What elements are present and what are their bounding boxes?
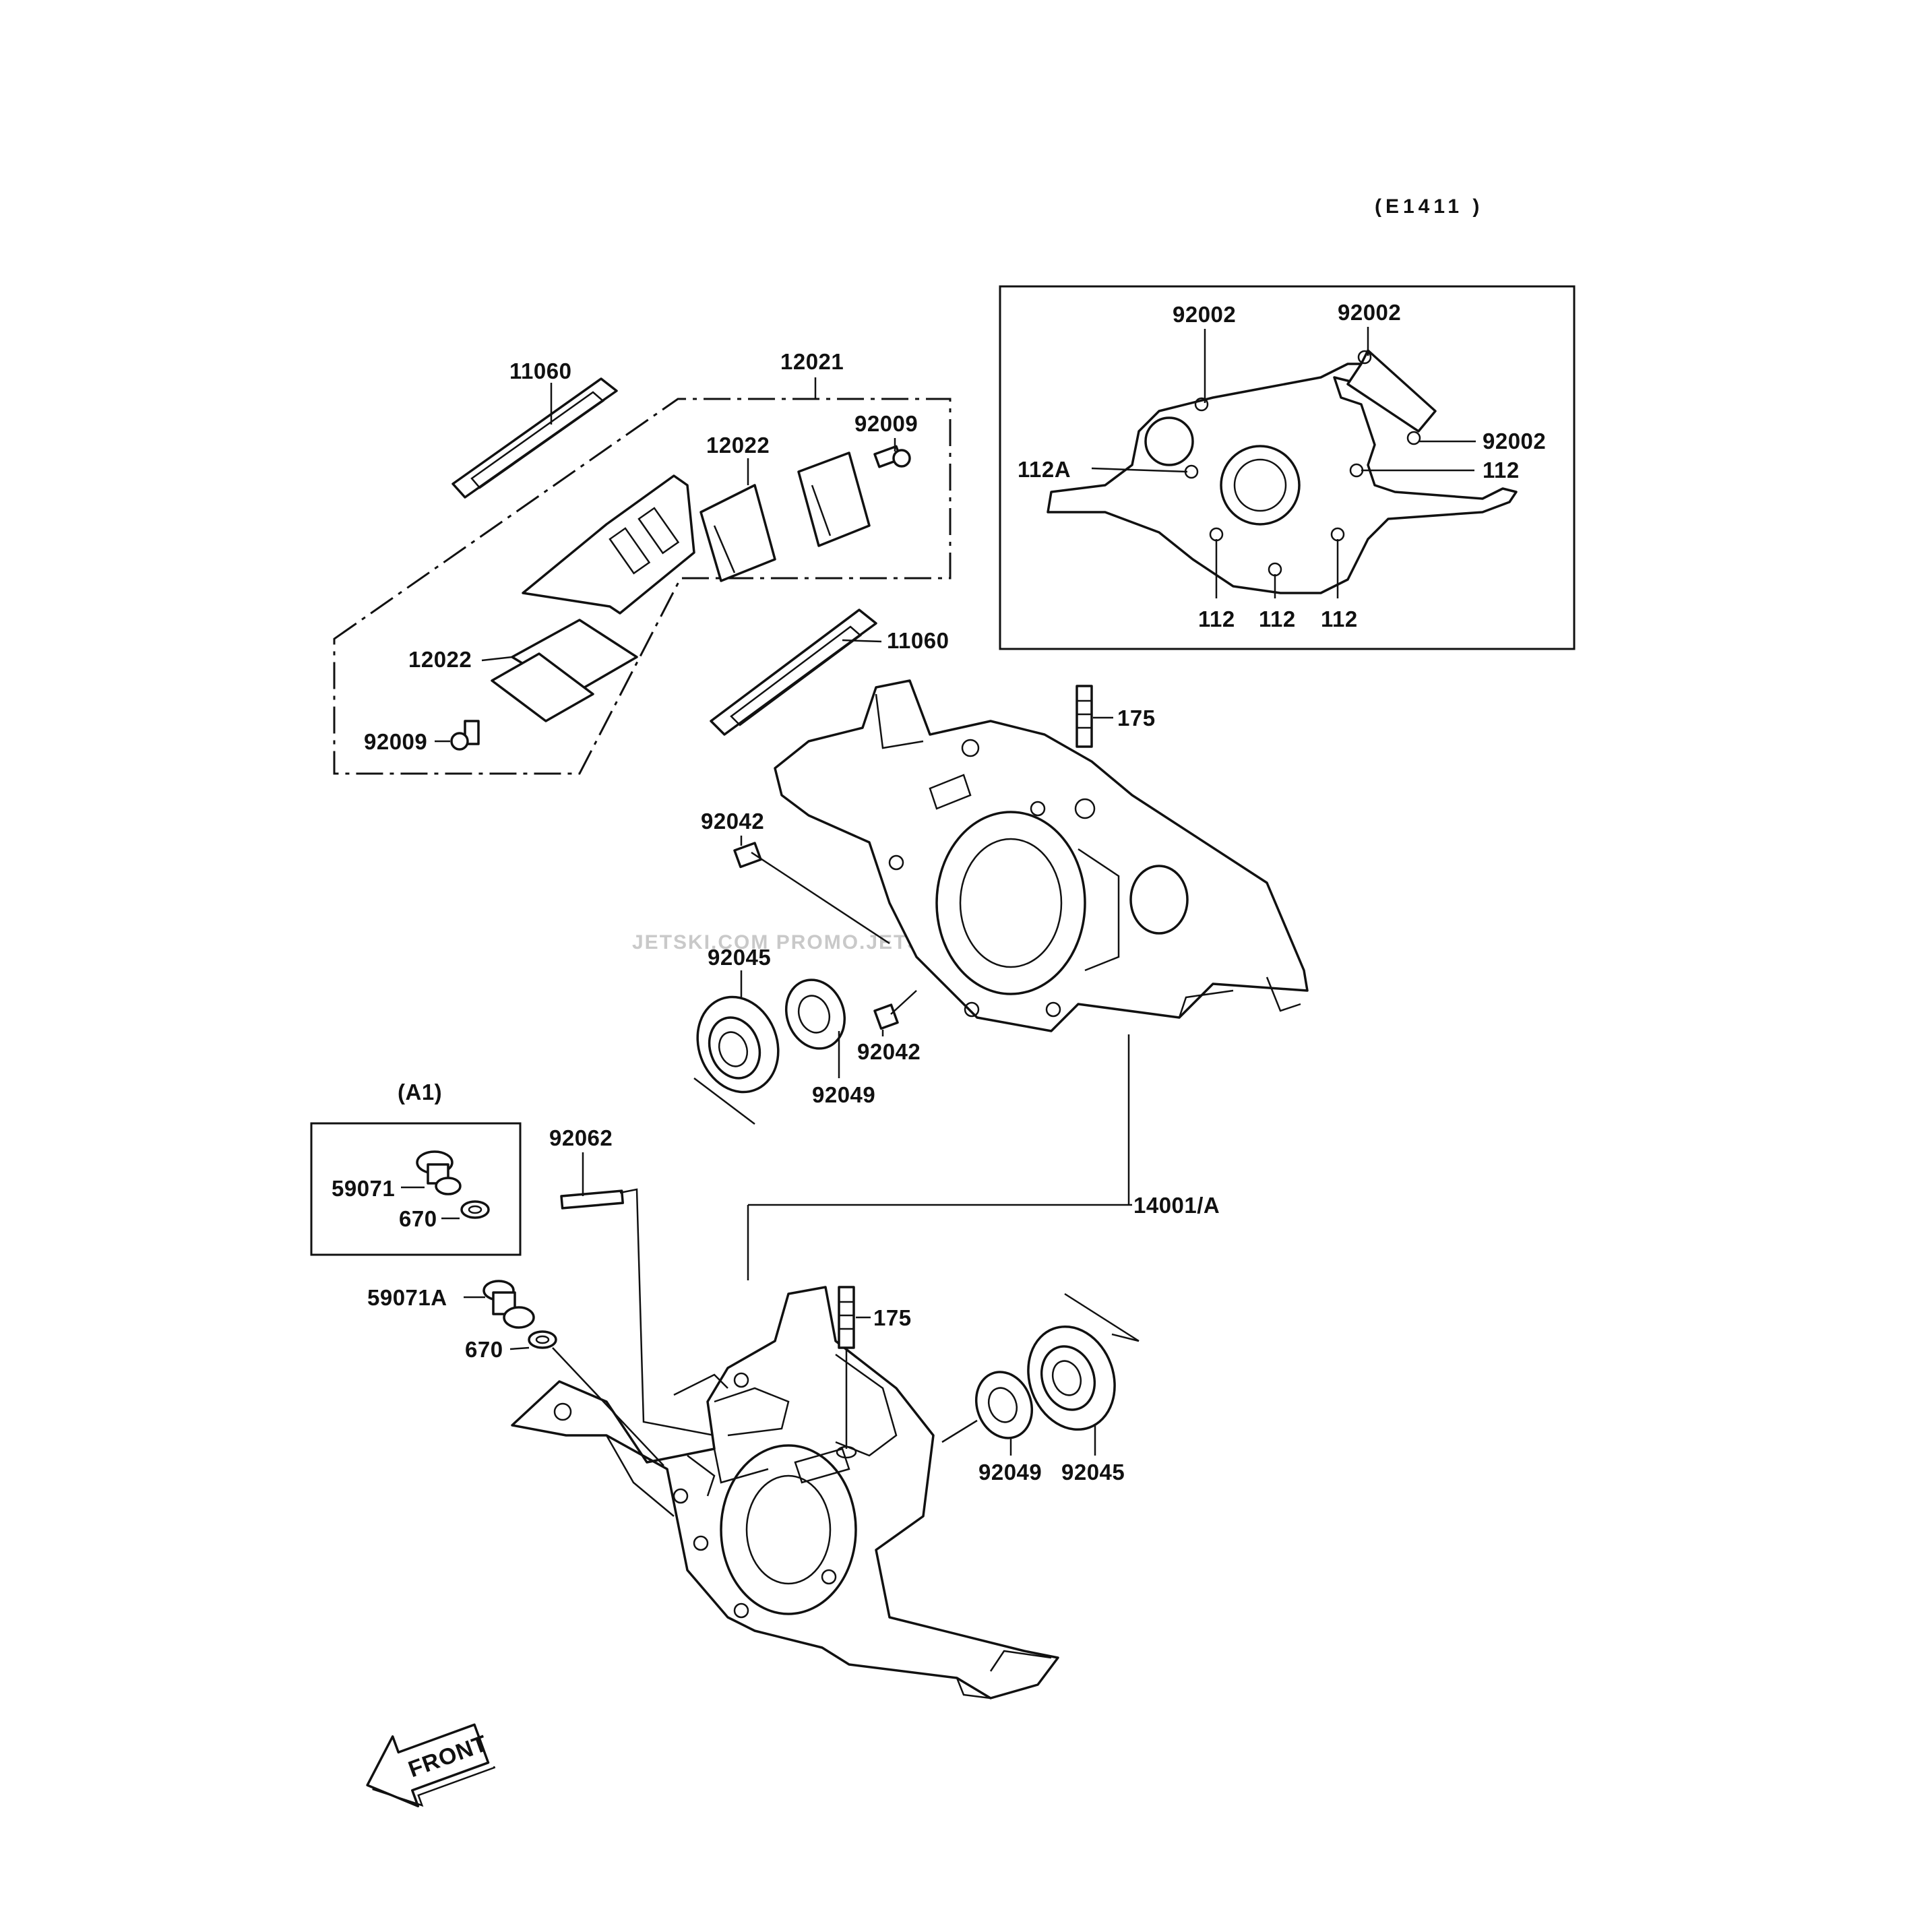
- label-a1: (A1): [398, 1080, 442, 1104]
- label-92002-c: 92002: [1483, 429, 1546, 454]
- gasket-dowel-hole-1: [1194, 397, 1209, 412]
- label-112-a: 112: [1483, 458, 1520, 482]
- inset-frame: [999, 285, 1576, 650]
- label-11060-upper: 11060: [509, 359, 571, 383]
- label-11060-lower: 11060: [887, 628, 949, 653]
- label-175-lower: 175: [873, 1305, 912, 1330]
- label-670: 670: [465, 1337, 503, 1362]
- label-12021: 12021: [780, 349, 844, 374]
- gasket-inset: 92002 92002 92002 112A 112 112 112 112: [999, 285, 1576, 650]
- bearing-92045-upper: [693, 970, 780, 1125]
- label-12022-upper: 12022: [706, 433, 770, 458]
- label-92049-lower: 92049: [978, 1460, 1042, 1485]
- a1-frame: [310, 1122, 522, 1256]
- washer-670-a1: [460, 1200, 490, 1219]
- label-14001A: 14001/A: [1133, 1193, 1220, 1218]
- crankcase-upper-port: [1129, 865, 1189, 935]
- group-12021-outline: [333, 398, 952, 775]
- label-12022-lower: 12022: [408, 647, 472, 672]
- washer-670: [528, 1330, 557, 1349]
- reed-gasket-upper: [451, 377, 618, 499]
- reed-gasket-lower: [710, 609, 877, 736]
- gasket-bore-inner: [1233, 458, 1287, 512]
- label-92042-upper: 92042: [701, 809, 764, 834]
- label-92045-upper: 92045: [708, 945, 771, 970]
- bearing-92045-lower: [1027, 1292, 1140, 1456]
- label-112-d: 112: [1321, 606, 1358, 631]
- diagram-code: (E1411 ): [1375, 195, 1483, 218]
- label-92009-upper: 92009: [854, 411, 918, 436]
- label-175-upper: 175: [1117, 706, 1156, 730]
- label-59071: 59071: [332, 1176, 395, 1201]
- gasket-hole-left: [1144, 416, 1194, 466]
- pin-92062: [560, 1189, 624, 1210]
- stud-175-upper: [1076, 685, 1093, 748]
- front-arrow: FRONT: [366, 1723, 496, 1807]
- label-92002-a: 92002: [1173, 302, 1236, 327]
- reed-valve-group: 12021 11060 92009 92009 12022 12022: [333, 349, 952, 775]
- label-92002-b: 92002: [1338, 300, 1401, 325]
- crankcase-upper-bore: [935, 811, 1086, 995]
- label-92062: 92062: [549, 1125, 613, 1150]
- gasket-tab: [1346, 349, 1437, 433]
- reed-petal-2: [797, 451, 871, 547]
- seal-92049-lower: [974, 1371, 1034, 1439]
- label-112-c: 112: [1259, 606, 1296, 631]
- label-112-b: 112: [1198, 606, 1235, 631]
- crankcase-lower-half: 175: [511, 1286, 1059, 1700]
- dowel-92042-lower: [873, 1003, 899, 1030]
- label-92009-lower: 92009: [364, 729, 427, 754]
- seal-92049-upper: [784, 978, 846, 1050]
- label-670-a1: 670: [399, 1206, 437, 1231]
- label-92049-upper: 92049: [812, 1082, 875, 1107]
- screw-92009-lower: [464, 720, 480, 745]
- label-59071A: 59071A: [367, 1285, 447, 1310]
- reed-block: [522, 474, 695, 615]
- gasket-bore: [1220, 445, 1301, 526]
- stud-175-lower: [838, 1286, 855, 1349]
- gasket-dowel-hole-2: [1357, 350, 1372, 365]
- crankcase-lower-bore: [720, 1444, 857, 1615]
- dowel-92042-upper: [733, 842, 762, 869]
- gasket-dowel-hole-3: [1406, 431, 1421, 445]
- label-92045-lower: 92045: [1061, 1460, 1125, 1485]
- group-a1: (A1) 59071 670: [310, 1080, 522, 1256]
- crankcase-upper-half: 175: [774, 679, 1309, 1032]
- label-112A: 112A: [1018, 457, 1071, 482]
- reed-petal-1: [699, 484, 776, 582]
- label-92042-lower: 92042: [857, 1039, 921, 1064]
